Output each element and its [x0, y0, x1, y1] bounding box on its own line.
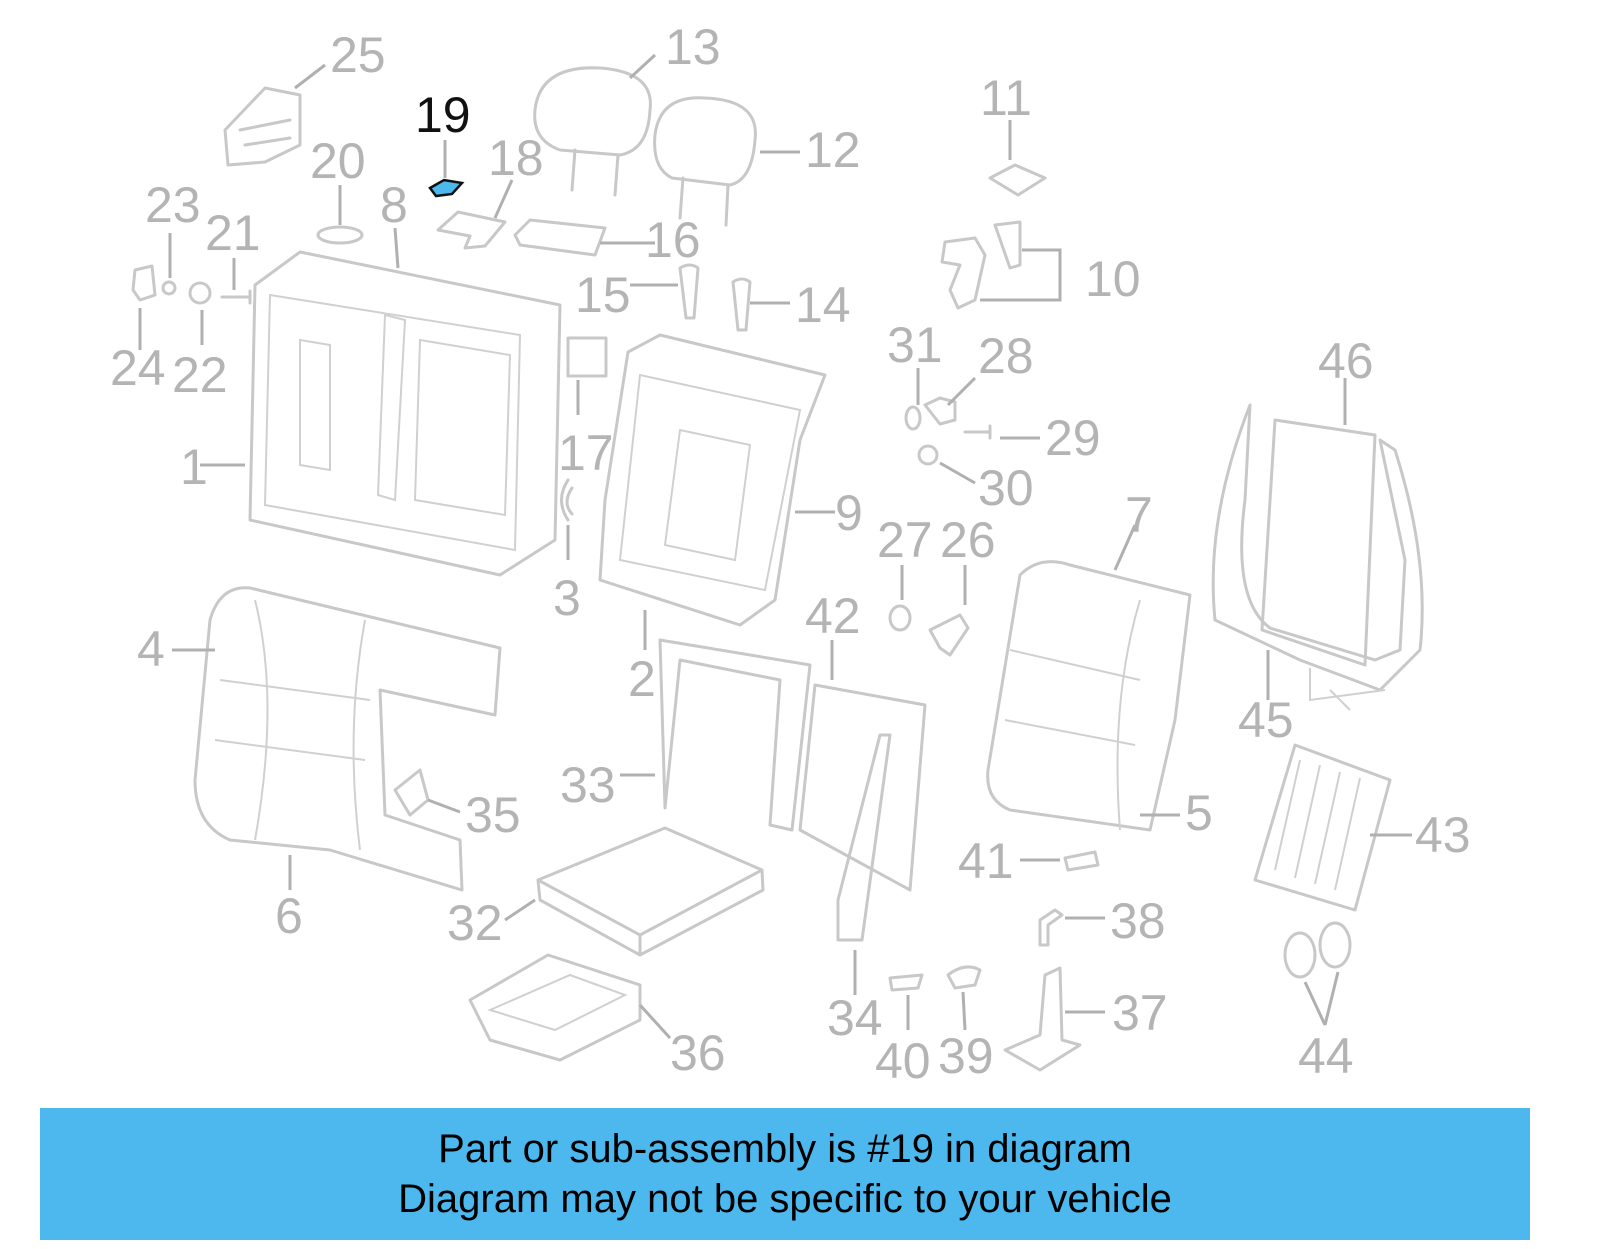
callout-29: 29	[1045, 410, 1101, 466]
callout-38: 38	[1110, 893, 1166, 949]
callout-41: 41	[958, 833, 1014, 889]
callout-labels: 1 2 3 4 5 6 7 8 9 10 11 12 13 14 15 16 1…	[110, 19, 1471, 1089]
callout-46: 46	[1318, 333, 1374, 389]
callout-6: 6	[275, 888, 303, 944]
callout-21: 21	[205, 205, 261, 261]
callout-37: 37	[1112, 985, 1168, 1041]
callout-17: 17	[558, 425, 614, 481]
callout-45: 45	[1238, 692, 1294, 748]
callout-12: 12	[805, 122, 861, 178]
callout-15: 15	[575, 267, 631, 323]
info-banner: Part or sub-assembly is #19 in diagram D…	[40, 1108, 1530, 1240]
callout-7: 7	[1125, 487, 1153, 543]
callout-18: 18	[488, 130, 544, 186]
callout-20: 20	[310, 133, 366, 189]
callout-26: 26	[940, 512, 996, 568]
callout-31: 31	[887, 317, 943, 373]
callout-39: 39	[938, 1028, 994, 1084]
seat-parts-diagram: 1 2 3 4 5 6 7 8 9 10 11 12 13 14 15 16 1…	[110, 19, 1471, 1089]
callout-23: 23	[145, 177, 201, 233]
part-drawings	[131, 66, 1424, 1072]
part-19-clip	[428, 178, 465, 198]
callout-14: 14	[795, 277, 851, 333]
callout-4: 4	[137, 621, 165, 677]
callout-16: 16	[645, 212, 701, 268]
callout-35: 35	[465, 787, 521, 843]
callout-32: 32	[447, 895, 503, 951]
banner-line-1: Part or sub-assembly is #19 in diagram	[438, 1127, 1132, 1171]
callout-34: 34	[827, 990, 883, 1046]
callout-42: 42	[805, 588, 861, 644]
callout-22: 22	[172, 347, 228, 403]
callout-27: 27	[877, 512, 933, 568]
callout-24: 24	[110, 340, 166, 396]
callout-11: 11	[980, 70, 1032, 126]
callout-36: 36	[670, 1025, 726, 1081]
callout-5: 5	[1185, 785, 1213, 841]
callout-3: 3	[553, 570, 581, 626]
callout-19: 19	[415, 87, 471, 143]
callout-40: 40	[875, 1033, 931, 1089]
callout-8: 8	[380, 177, 408, 233]
callout-25: 25	[330, 27, 386, 83]
callout-2: 2	[628, 651, 656, 707]
banner-line-2: Diagram may not be specific to your vehi…	[398, 1177, 1172, 1221]
callout-33: 33	[560, 757, 616, 813]
callout-13: 13	[665, 19, 721, 75]
leader-lines	[138, 53, 1412, 1040]
callout-10: 10	[1085, 251, 1141, 307]
callout-43: 43	[1415, 807, 1471, 863]
callout-44: 44	[1298, 1028, 1354, 1084]
callout-1: 1	[180, 439, 208, 495]
callout-30: 30	[978, 460, 1034, 516]
callout-28: 28	[978, 328, 1034, 384]
callout-9: 9	[835, 485, 863, 541]
